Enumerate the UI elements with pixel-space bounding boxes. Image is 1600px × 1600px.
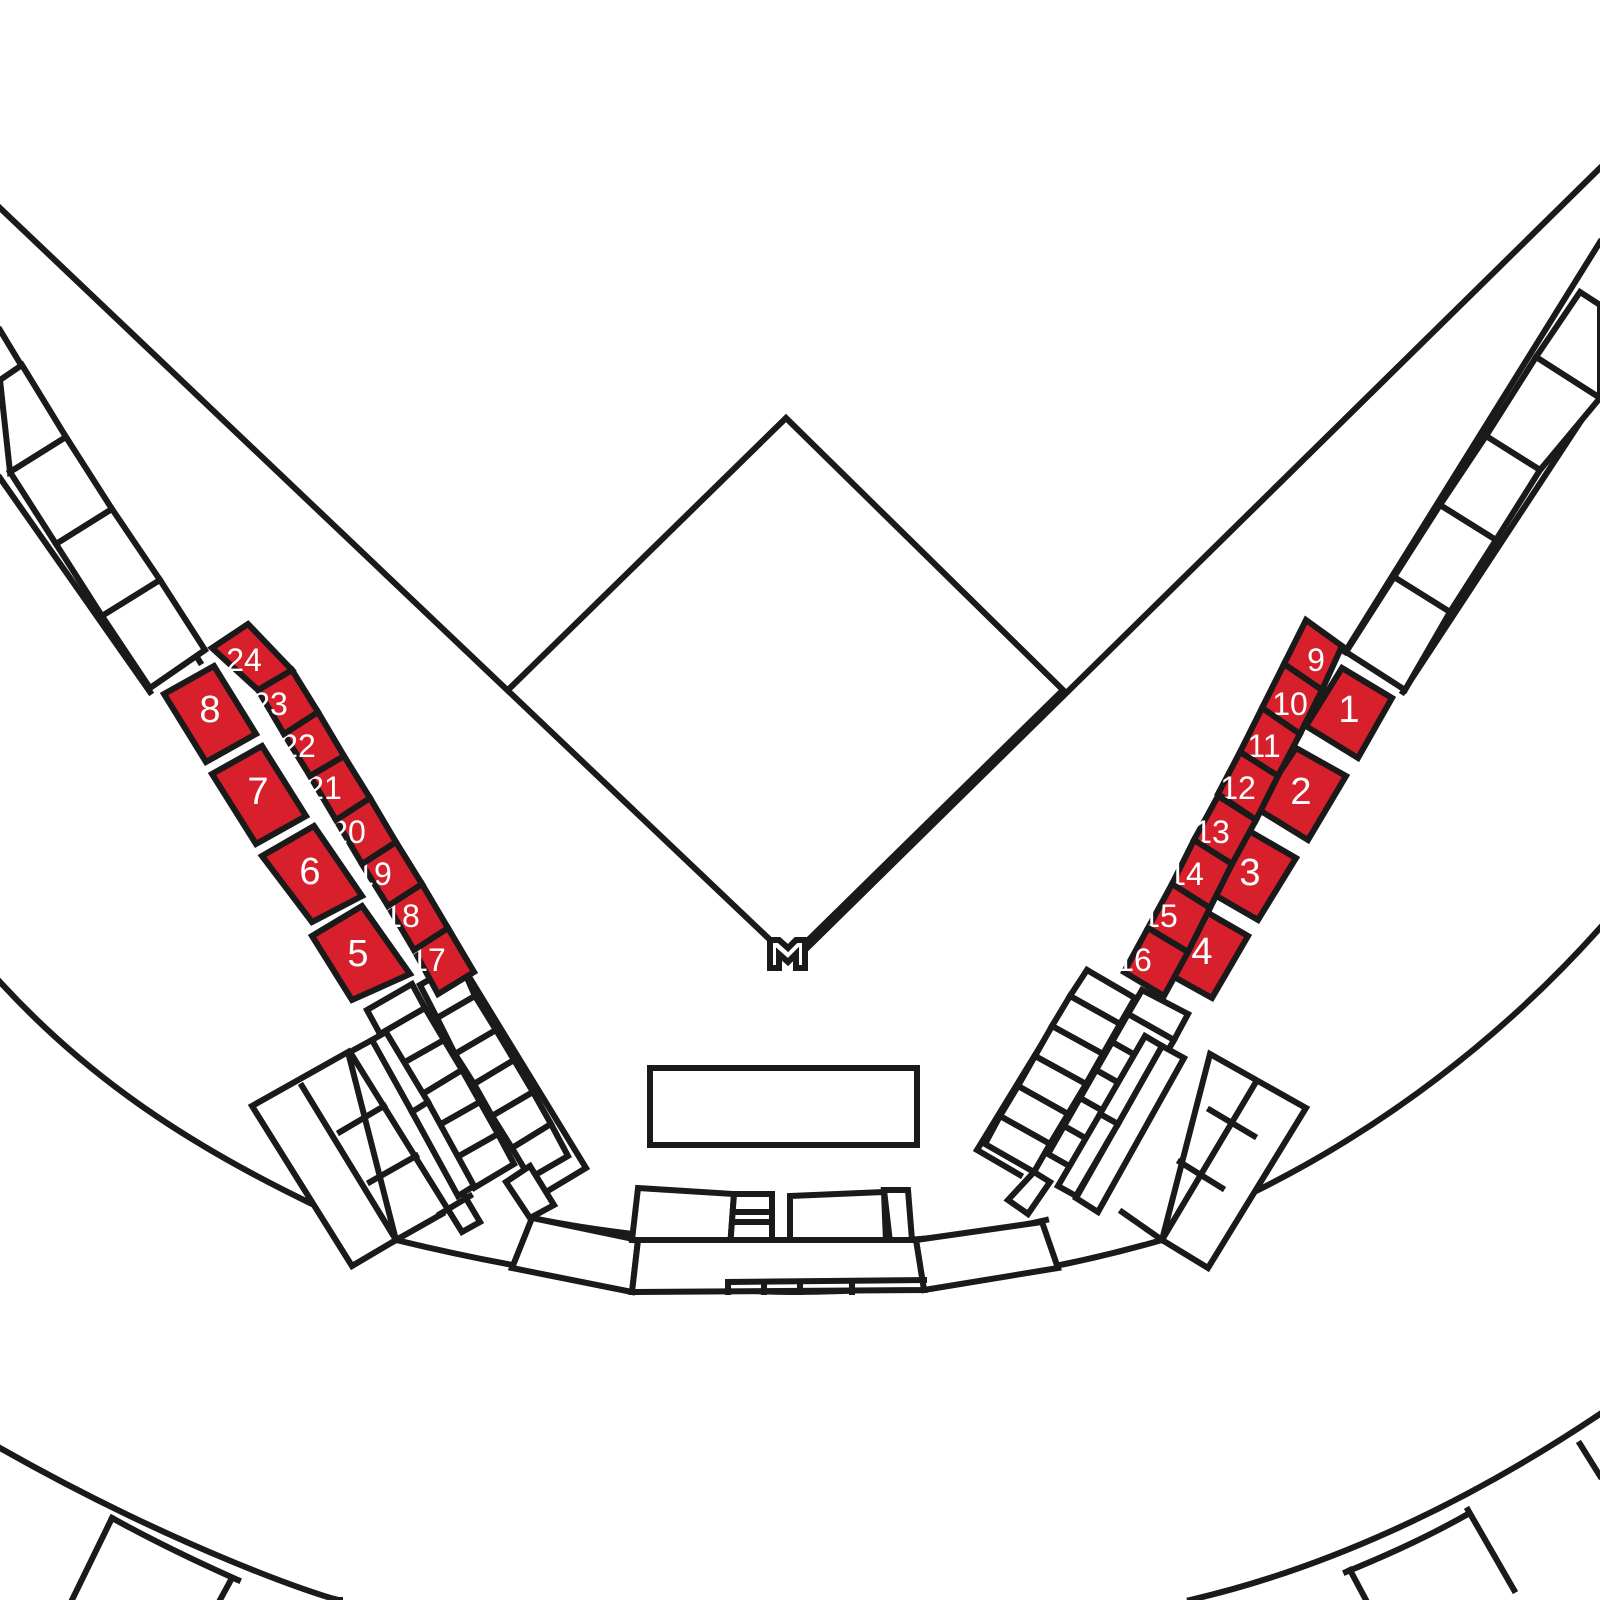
seat-section-shape[interactable] [207, 620, 297, 694]
backstop-section[interactable] [912, 1218, 1063, 1294]
foul-line-left [0, 203, 791, 960]
pavilion-right-divider [1205, 1105, 1259, 1141]
outer-seating-left [0, 325, 210, 697]
outer-bowl-arc-1 [0, 1444, 344, 1600]
home-dugout-box [647, 1065, 920, 1148]
pavilion-left-divider [297, 1081, 401, 1245]
outer-bowl-bottom [0, 1410, 1600, 1600]
backstop-box-row [725, 1276, 928, 1295]
infield-diamond [503, 413, 1068, 955]
lower-section-left[interactable] [345, 1035, 485, 1237]
seat-section-shape[interactable] [1119, 923, 1193, 1001]
outer-seating-right [1340, 237, 1600, 697]
pavilion-right-divider [1117, 1207, 1167, 1245]
seat-section-shape[interactable] [207, 741, 311, 849]
outer-bowl-divider [1575, 1439, 1600, 1481]
outfield-wall-right [1249, 923, 1600, 1197]
outer-bowl-arc-3 [107, 1513, 242, 1584]
foul-line-right [795, 163, 1600, 960]
lower-section-right[interactable] [1003, 1168, 1055, 1219]
backstop-seating [392, 1184, 1166, 1296]
lower-seating-left [345, 957, 591, 1237]
lower-section-right[interactable] [1053, 1109, 1123, 1201]
pavilion-left-divider [435, 1191, 475, 1219]
lower-section-left[interactable] [408, 1097, 478, 1201]
outer-bowl-divider [68, 1513, 117, 1600]
field [0, 163, 1600, 1208]
lower-seating-right [972, 965, 1193, 1219]
seat-section-8[interactable]: 8 [159, 661, 261, 767]
lower-rail-left [455, 957, 591, 1197]
outer-bowl-divider [1345, 1565, 1370, 1600]
outer-bowl-arc-2 [1186, 1410, 1600, 1600]
pavilion-right-divider [1157, 1077, 1261, 1245]
home-plate [767, 937, 808, 971]
pavilion-left-divider [391, 1209, 447, 1245]
backstop-section[interactable] [880, 1187, 916, 1246]
lower-section-left[interactable] [501, 1161, 559, 1222]
seat-section-shape[interactable] [159, 661, 261, 767]
outfield-wall-left [0, 977, 315, 1208]
pavilion-right-divider [1175, 1157, 1227, 1193]
seat-section-shape[interactable] [1301, 663, 1397, 763]
seat-section-shape[interactable] [257, 822, 367, 926]
outer-bowl-divider [1463, 1505, 1519, 1595]
outer-section-right[interactable] [1341, 572, 1455, 695]
outer-bowl-divider [216, 1573, 237, 1600]
pavilion-left-divider [335, 1101, 389, 1137]
seat-section-7[interactable]: 7 [207, 741, 311, 849]
backstop-section[interactable] [507, 1214, 642, 1296]
seat-section-shape[interactable] [307, 901, 415, 1004]
outer-section-left[interactable] [97, 575, 210, 693]
pavilion-right-frame[interactable] [1158, 1049, 1311, 1273]
pavilion-left-divider [365, 1151, 421, 1187]
outer-bowl-arc-4 [1342, 1509, 1473, 1576]
outer-rail-left-outer [0, 473, 155, 697]
outer-section-right[interactable] [1531, 287, 1600, 402]
pavilion-right [1117, 1049, 1311, 1273]
